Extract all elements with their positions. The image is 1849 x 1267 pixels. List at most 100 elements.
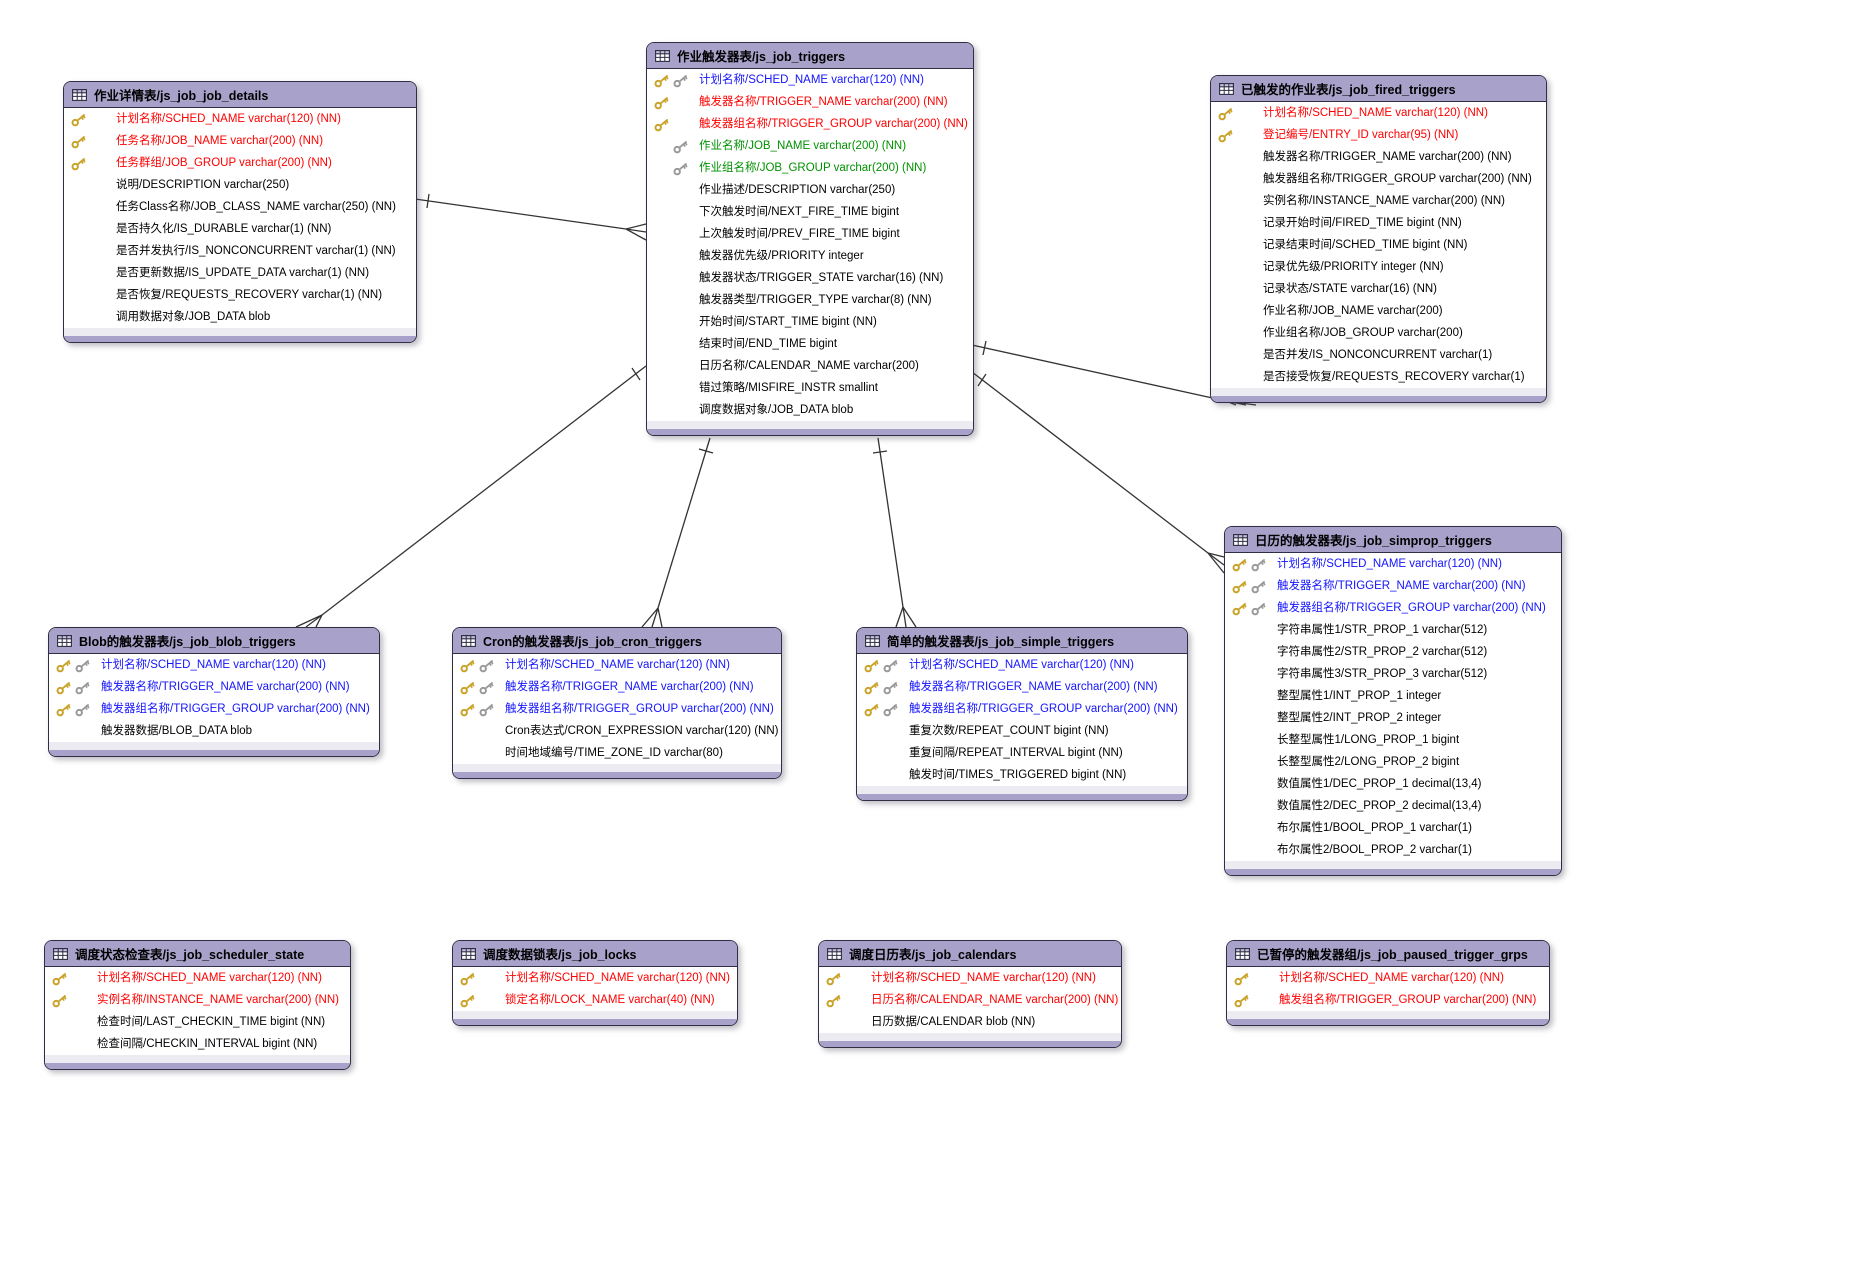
column-row[interactable]: 触发器组名称/TRIGGER_GROUP varchar(200) (NN) — [1211, 168, 1546, 190]
table-header[interactable]: 日历的触发器表/js_job_simprop_triggers — [1225, 527, 1561, 553]
column-row[interactable]: 作业组名称/JOB_GROUP varchar(200) (NN) — [647, 157, 973, 179]
column-row[interactable]: 记录状态/STATE varchar(16) (NN) — [1211, 278, 1546, 300]
column-row[interactable]: 触发器组名称/TRIGGER_GROUP varchar(200) (NN) — [647, 113, 973, 135]
column-row[interactable]: 字符串属性1/STR_PROP_1 varchar(512) — [1225, 619, 1561, 641]
column-row[interactable]: 整型属性1/INT_PROP_1 integer — [1225, 685, 1561, 707]
column-row[interactable]: 计划名称/SCHED_NAME varchar(120) (NN) — [819, 967, 1121, 989]
column-row[interactable]: 锁定名称/LOCK_NAME varchar(40) (NN) — [453, 989, 737, 1011]
column-row[interactable]: 记录结束时间/SCHED_TIME bigint (NN) — [1211, 234, 1546, 256]
column-row[interactable]: 重复间隔/REPEAT_INTERVAL bigint (NN) — [857, 742, 1187, 764]
column-row[interactable]: 下次触发时间/NEXT_FIRE_TIME bigint — [647, 201, 973, 223]
column-row[interactable]: 调用数据对象/JOB_DATA blob — [64, 306, 416, 328]
column-row[interactable]: 上次触发时间/PREV_FIRE_TIME bigint — [647, 223, 973, 245]
column-row[interactable]: 任务Class名称/JOB_CLASS_NAME varchar(250) (N… — [64, 196, 416, 218]
column-row[interactable]: 触发器状态/TRIGGER_STATE varchar(16) (NN) — [647, 267, 973, 289]
column-row[interactable]: 触发器优先级/PRIORITY integer — [647, 245, 973, 267]
column-row[interactable]: 触发时间/TIMES_TRIGGERED bigint (NN) — [857, 764, 1187, 786]
column-row[interactable]: 任务名称/JOB_NAME varchar(200) (NN) — [64, 130, 416, 152]
column-row[interactable]: 计划名称/SCHED_NAME varchar(120) (NN) — [453, 654, 781, 676]
column-row[interactable]: Cron表达式/CRON_EXPRESSION varchar(120) (NN… — [453, 720, 781, 742]
column-row[interactable]: 触发器名称/TRIGGER_NAME varchar(200) (NN) — [49, 676, 379, 698]
column-row[interactable]: 日历名称/CALENDAR_NAME varchar(200) — [647, 355, 973, 377]
column-row[interactable]: 日历数据/CALENDAR blob (NN) — [819, 1011, 1121, 1033]
column-row[interactable]: 作业组名称/JOB_GROUP varchar(200) — [1211, 322, 1546, 344]
column-row[interactable]: 触发器组名称/TRIGGER_GROUP varchar(200) (NN) — [857, 698, 1187, 720]
column-row[interactable]: 是否并发执行/IS_NONCONCURRENT varchar(1) (NN) — [64, 240, 416, 262]
column-row[interactable]: 是否并发/IS_NONCONCURRENT varchar(1) — [1211, 344, 1546, 366]
column-row[interactable]: 触发器组名称/TRIGGER_GROUP varchar(200) (NN) — [49, 698, 379, 720]
column-row[interactable]: 触发组名称/TRIGGER_GROUP varchar(200) (NN) — [1227, 989, 1549, 1011]
column-row[interactable]: 触发器名称/TRIGGER_NAME varchar(200) (NN) — [857, 676, 1187, 698]
table-header[interactable]: Blob的触发器表/js_job_blob_triggers — [49, 628, 379, 654]
column-row[interactable]: 触发器类型/TRIGGER_TYPE varchar(8) (NN) — [647, 289, 973, 311]
table-header[interactable]: 已暂停的触发器组/js_job_paused_trigger_grps — [1227, 941, 1549, 967]
column-row[interactable]: 时间地域编号/TIME_ZONE_ID varchar(80) — [453, 742, 781, 764]
column-row[interactable]: 数值属性1/DEC_PROP_1 decimal(13,4) — [1225, 773, 1561, 795]
table-header[interactable]: 调度数据锁表/js_job_locks — [453, 941, 737, 967]
table-header[interactable]: 已触发的作业表/js_job_fired_triggers — [1211, 76, 1546, 102]
column-row[interactable]: 计划名称/SCHED_NAME varchar(120) (NN) — [45, 967, 350, 989]
column-row[interactable]: 检查时间/LAST_CHECKIN_TIME bigint (NN) — [45, 1011, 350, 1033]
column-row[interactable]: 作业描述/DESCRIPTION varchar(250) — [647, 179, 973, 201]
column-row[interactable]: 数值属性2/DEC_PROP_2 decimal(13,4) — [1225, 795, 1561, 817]
column-row[interactable]: 长整型属性2/LONG_PROP_2 bigint — [1225, 751, 1561, 773]
column-row[interactable]: 登记编号/ENTRY_ID varchar(95) (NN) — [1211, 124, 1546, 146]
column-row[interactable]: 实例名称/INSTANCE_NAME varchar(200) (NN) — [45, 989, 350, 1011]
column-row[interactable]: 记录优先级/PRIORITY integer (NN) — [1211, 256, 1546, 278]
column-row[interactable]: 结束时间/END_TIME bigint — [647, 333, 973, 355]
column-row[interactable]: 计划名称/SCHED_NAME varchar(120) (NN) — [1225, 553, 1561, 575]
column-row[interactable]: 检查间隔/CHECKIN_INTERVAL bigint (NN) — [45, 1033, 350, 1055]
table-header[interactable]: 调度状态检查表/js_job_scheduler_state — [45, 941, 350, 967]
column-row[interactable]: 作业名称/JOB_NAME varchar(200) (NN) — [647, 135, 973, 157]
column-row[interactable]: 字符串属性3/STR_PROP_3 varchar(512) — [1225, 663, 1561, 685]
column-row[interactable]: 计划名称/SCHED_NAME varchar(120) (NN) — [647, 69, 973, 91]
column-row[interactable]: 布尔属性2/BOOL_PROP_2 varchar(1) — [1225, 839, 1561, 861]
column-row[interactable]: 计划名称/SCHED_NAME varchar(120) (NN) — [453, 967, 737, 989]
table-header[interactable]: 调度日历表/js_job_calendars — [819, 941, 1121, 967]
column-row[interactable]: 说明/DESCRIPTION varchar(250) — [64, 174, 416, 196]
column-row[interactable]: 触发器名称/TRIGGER_NAME varchar(200) (NN) — [1225, 575, 1561, 597]
column-row[interactable]: 计划名称/SCHED_NAME varchar(120) (NN) — [64, 108, 416, 130]
table-header[interactable]: Cron的触发器表/js_job_cron_triggers — [453, 628, 781, 654]
column-row[interactable]: 是否接受恢复/REQUESTS_RECOVERY varchar(1) — [1211, 366, 1546, 388]
column-row[interactable]: 触发器组名称/TRIGGER_GROUP varchar(200) (NN) — [453, 698, 781, 720]
column-row[interactable]: 触发器数据/BLOB_DATA blob — [49, 720, 379, 742]
column-row[interactable]: 字符串属性2/STR_PROP_2 varchar(512) — [1225, 641, 1561, 663]
column-row[interactable]: 触发器名称/TRIGGER_NAME varchar(200) (NN) — [453, 676, 781, 698]
column-row[interactable]: 整型属性2/INT_PROP_2 integer — [1225, 707, 1561, 729]
column-row[interactable]: 计划名称/SCHED_NAME varchar(120) (NN) — [49, 654, 379, 676]
column-row[interactable]: 记录开始时间/FIRED_TIME bigint (NN) — [1211, 212, 1546, 234]
table-header[interactable]: 作业触发器表/js_job_triggers — [647, 43, 973, 69]
column-row[interactable]: 长整型属性1/LONG_PROP_1 bigint — [1225, 729, 1561, 751]
column-row[interactable]: 任务群组/JOB_GROUP varchar(200) (NN) — [64, 152, 416, 174]
column-row[interactable]: 触发器组名称/TRIGGER_GROUP varchar(200) (NN) — [1225, 597, 1561, 619]
column-row[interactable]: 日历名称/CALENDAR_NAME varchar(200) (NN) — [819, 989, 1121, 1011]
column-row[interactable]: 布尔属性1/BOOL_PROP_1 varchar(1) — [1225, 817, 1561, 839]
column-row[interactable]: 重复次数/REPEAT_COUNT bigint (NN) — [857, 720, 1187, 742]
column-row[interactable]: 是否更新数据/IS_UPDATE_DATA varchar(1) (NN) — [64, 262, 416, 284]
column-row[interactable]: 触发器名称/TRIGGER_NAME varchar(200) (NN) — [1211, 146, 1546, 168]
column-row[interactable]: 实例名称/INSTANCE_NAME varchar(200) (NN) — [1211, 190, 1546, 212]
column-row[interactable]: 计划名称/SCHED_NAME varchar(120) (NN) — [1227, 967, 1549, 989]
column-row[interactable]: 调度数据对象/JOB_DATA blob — [647, 399, 973, 421]
column-row[interactable]: 计划名称/SCHED_NAME varchar(120) (NN) — [857, 654, 1187, 676]
column-row[interactable]: 是否恢复/REQUESTS_RECOVERY varchar(1) (NN) — [64, 284, 416, 306]
table-header[interactable]: 简单的触发器表/js_job_simple_triggers — [857, 628, 1187, 654]
column-row[interactable]: 计划名称/SCHED_NAME varchar(120) (NN) — [1211, 102, 1546, 124]
column-row[interactable]: 作业名称/JOB_NAME varchar(200) — [1211, 300, 1546, 322]
column-row[interactable]: 触发器名称/TRIGGER_NAME varchar(200) (NN) — [647, 91, 973, 113]
column-row[interactable]: 错过策略/MISFIRE_INSTR smallint — [647, 377, 973, 399]
table-header[interactable]: 作业详情表/js_job_job_details — [64, 82, 416, 108]
column-row[interactable]: 是否持久化/IS_DURABLE varchar(1) (NN) — [64, 218, 416, 240]
